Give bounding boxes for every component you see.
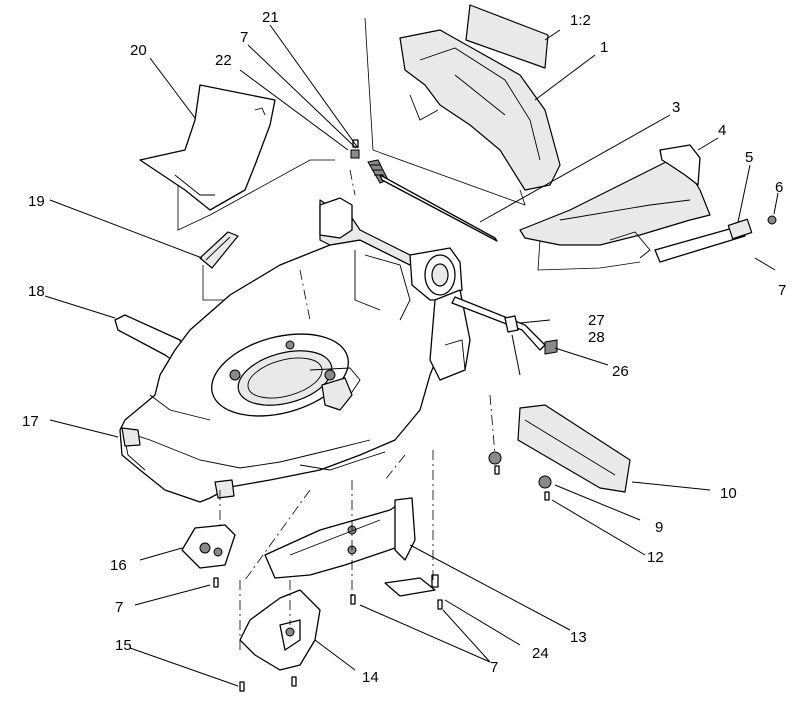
part-14-screw bbox=[239, 681, 245, 692]
callout-4: 4 bbox=[718, 122, 726, 139]
callout-14: 15 bbox=[115, 637, 132, 654]
part-12-deflector bbox=[264, 497, 416, 579]
callout-19: 20 bbox=[130, 42, 147, 59]
part-10-rear-plate bbox=[517, 404, 631, 493]
part-5-axle bbox=[654, 218, 753, 263]
callout-labels: 1:2 1 3 4 5 6 7 21 7 22 20 19 18 17 16 7… bbox=[22, 9, 786, 686]
part-6-washer bbox=[767, 215, 777, 225]
callout-18: 19 bbox=[28, 193, 45, 210]
callout-26: 27 bbox=[588, 312, 605, 329]
callout-11: 12 bbox=[647, 549, 664, 566]
part-15-flap bbox=[181, 524, 236, 569]
part-18-bumper-strip bbox=[199, 231, 240, 301]
callout-20: 21 bbox=[262, 9, 279, 26]
callout-6: 6 bbox=[775, 179, 783, 196]
part-26-27-bracket bbox=[504, 315, 519, 333]
callout-7-right: 7 bbox=[778, 282, 786, 299]
callout-22: 24 bbox=[532, 645, 549, 662]
callout-15: 16 bbox=[110, 557, 127, 574]
callout-12: 13 bbox=[570, 629, 587, 646]
callout-24: 26 bbox=[612, 363, 629, 380]
part-21-clip bbox=[350, 149, 360, 159]
callout-9: 9 bbox=[655, 519, 663, 536]
part-11-screw bbox=[544, 491, 550, 501]
part-1-2-label-plate bbox=[465, 4, 549, 69]
callout-7-left: 7 bbox=[115, 599, 123, 616]
callout-17: 18 bbox=[28, 283, 45, 300]
callout-13: 14 bbox=[362, 669, 379, 686]
part-24-nut bbox=[544, 339, 558, 355]
callout-7-bottom: 7 bbox=[490, 659, 498, 676]
part-4-chute bbox=[519, 144, 711, 271]
part-22-bracket bbox=[384, 574, 439, 597]
part-28-axle-rod bbox=[451, 296, 546, 351]
part-7-screws bbox=[213, 577, 443, 687]
callout-16: 17 bbox=[22, 413, 39, 430]
alignment-lines bbox=[219, 169, 496, 650]
callout-10: 10 bbox=[720, 485, 737, 502]
part-16-mower-deck bbox=[119, 197, 471, 503]
part-3-rod bbox=[379, 174, 498, 242]
callout-1-2: 1:2 bbox=[570, 12, 591, 29]
callout-5: 5 bbox=[745, 149, 753, 166]
callout-7-top: 7 bbox=[240, 29, 248, 46]
callout-27: 28 bbox=[588, 329, 605, 346]
part-9-bolt bbox=[538, 475, 552, 489]
part-bolt-left bbox=[488, 451, 502, 475]
callout-21: 22 bbox=[215, 52, 232, 69]
callout-3: 3 bbox=[672, 99, 680, 116]
leader-lines bbox=[44, 24, 779, 687]
callout-1: 1 bbox=[600, 39, 608, 56]
part-19-rear-flap bbox=[139, 84, 335, 231]
part-13-mulch-plate bbox=[239, 589, 321, 671]
